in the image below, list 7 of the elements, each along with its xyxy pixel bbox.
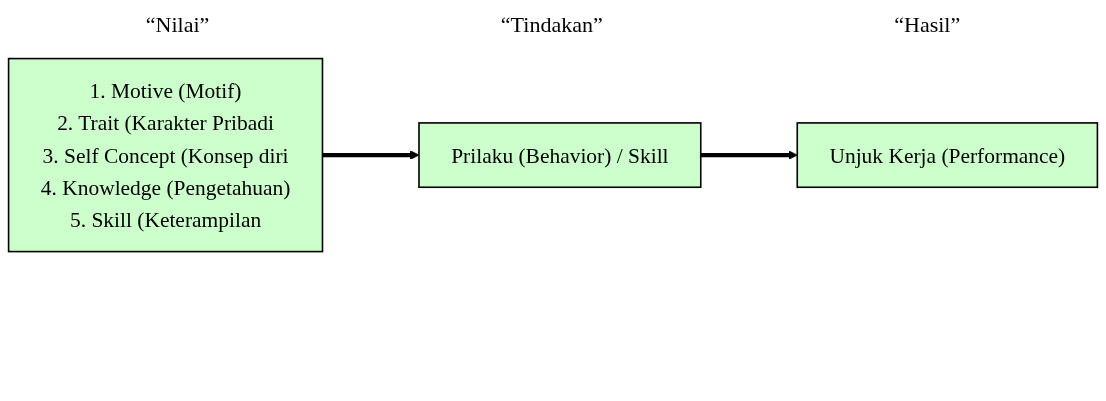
column-heading: “Tindakan” <box>500 12 603 38</box>
column-heading: “Hasil” <box>894 12 961 38</box>
arrow <box>700 150 798 160</box>
node-box: Unjuk Kerja (Performance) <box>796 122 1099 189</box>
node-box: 1. Motive (Motif) 2. Trait (Karakter Pribadi 3. Self Concept (Konsep diri 4. Knowledge (Pengetahuan) 5. Skill (Keterampilan <box>7 57 324 253</box>
node-box: Prilaku (Behavior) / Skill <box>418 122 702 189</box>
column-heading: “Nilai” <box>145 12 210 38</box>
